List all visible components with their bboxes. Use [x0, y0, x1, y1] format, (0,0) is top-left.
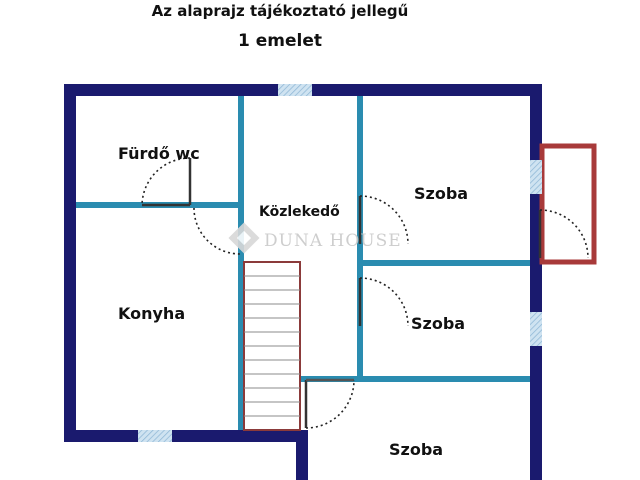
door-room-upper: [358, 195, 409, 245]
room-label-upper-right: Szoba: [414, 184, 468, 203]
balcony-outline: [539, 143, 597, 265]
room-label-corridor: Közlekedő: [259, 204, 340, 220]
room-label-bottom: Szoba: [389, 440, 443, 459]
watermark-brand: DUNA HOUSE: [264, 231, 402, 251]
room-label-kitchen: Konyha: [118, 304, 185, 323]
door-room-middle: [358, 277, 409, 327]
window-right-lower: [530, 312, 542, 346]
room-label-bathroom: Fürdő wc: [118, 144, 200, 163]
door-kitchen: [193, 207, 241, 255]
window-top: [278, 84, 312, 96]
staircase: [243, 261, 301, 431]
windows: [138, 84, 542, 442]
room-label-middle-right: Szoba: [411, 314, 465, 333]
doors: [141, 157, 589, 429]
window-right-upper: [530, 160, 542, 194]
door-room-bottom: [304, 378, 355, 429]
door-bathroom: [141, 157, 192, 207]
watermark: DUNA HOUSE: [228, 222, 402, 254]
window-bottom: [138, 430, 172, 442]
plan-disclaimer: Az alaprajz tájékoztató jellegű: [151, 2, 409, 20]
door-balcony: [538, 209, 589, 259]
floor-title: 1 emelet: [237, 31, 322, 51]
outer-walls: [64, 84, 542, 480]
